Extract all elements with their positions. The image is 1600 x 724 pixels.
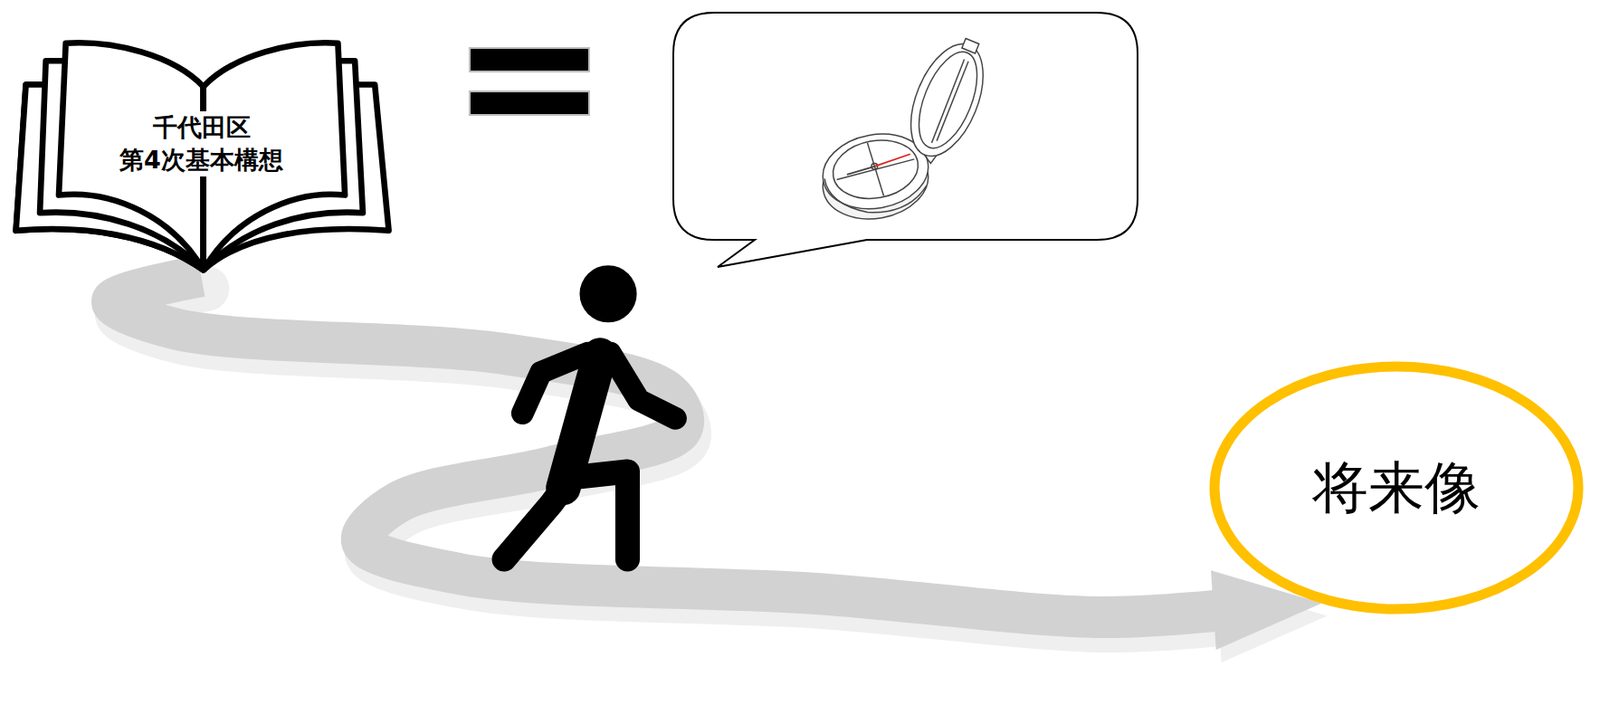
compass-illustration	[817, 33, 999, 228]
compass-needle	[847, 166, 875, 175]
person-head	[579, 265, 637, 323]
person-torso	[562, 354, 600, 488]
equal-bar	[469, 91, 590, 115]
compass-hinge	[921, 151, 937, 164]
goal-label: 将来像	[1312, 449, 1481, 526]
person-arm	[522, 352, 588, 414]
compass-needle	[874, 153, 910, 167]
person-leg	[571, 471, 628, 560]
speech-bubble	[673, 12, 1138, 267]
book-node: 千代田区 第4次基本構想	[9, 35, 393, 277]
compass-lid-inner	[906, 44, 989, 157]
compass-pivot	[871, 162, 878, 170]
compass-rim	[817, 125, 935, 217]
walking-person	[504, 265, 676, 560]
text-holder: 将来像	[1208, 360, 1585, 616]
scaled-illustration	[504, 33, 998, 560]
person-arm	[609, 352, 676, 419]
compass-dial	[828, 133, 923, 206]
compass-base	[817, 136, 935, 228]
equal-bar	[469, 47, 590, 72]
goal-ellipse-outline	[1214, 366, 1579, 610]
dial-line	[866, 142, 884, 197]
person-leg	[504, 487, 563, 560]
compass-side	[824, 178, 927, 212]
compass-lid	[896, 33, 999, 167]
lid-line	[931, 58, 964, 143]
book-pages	[16, 42, 390, 270]
road-connector-group	[112, 276, 1328, 663]
dial-line	[837, 159, 915, 181]
lid-line	[936, 61, 969, 142]
text-holder: 千代田区 第4次基本構想	[9, 111, 393, 177]
compass-ring	[961, 38, 980, 54]
book-title: 千代田区 第4次基本構想	[93, 111, 311, 177]
goal-ellipse: 将来像	[1208, 360, 1585, 616]
road-connector	[112, 276, 1236, 618]
